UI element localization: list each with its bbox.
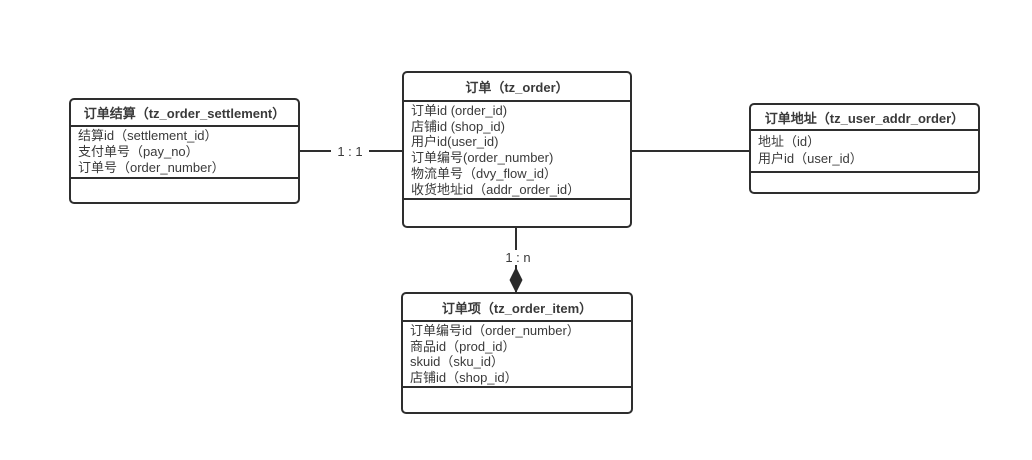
entity-tz-order-item: 订单项（tz_order_item） 订单编号id（order_number） …: [401, 292, 633, 414]
entity-field: 商品id（prod_id）: [410, 338, 516, 354]
entity-field: 订单id (order_id): [411, 103, 508, 118]
entity-tz-user-addr-order: 订单地址（tz_user_addr_order） 地址（id） 用户id（use…: [749, 103, 980, 194]
entity-footer-section: [404, 200, 630, 226]
entity-field: 订单编号id（order_number）: [410, 323, 580, 338]
entity-title: 订单项（tz_order_item）: [403, 294, 631, 322]
entity-field: 用户id（user_id）: [758, 151, 863, 166]
entity-field: 店铺id（shop_id）: [410, 370, 518, 386]
diamond-arrow-icon: [509, 267, 523, 293]
entity-footer-section: [71, 179, 298, 202]
entity-title: 订单结算（tz_order_settlement）: [71, 100, 298, 127]
entity-field: 地址（id）: [758, 134, 821, 149]
entity-title: 订单地址（tz_user_addr_order）: [751, 105, 978, 131]
entity-footer-section: [403, 388, 631, 412]
entity-field: 结算id（settlement_id）: [78, 128, 218, 143]
relation-line-order-addr: [630, 150, 749, 152]
entity-fields: 地址（id） 用户id（user_id）: [751, 131, 978, 173]
entity-field: 物流单号（dvy_flow_id）: [411, 165, 557, 181]
entity-fields: 订单id (order_id) 店铺id (shop_id) 用户id(user…: [404, 102, 630, 200]
entity-field: 用户id(user_id): [411, 134, 499, 150]
entity-tz-order-settlement: 订单结算（tz_order_settlement） 结算id（settlemen…: [69, 98, 300, 204]
entity-field: 订单编号(order_number): [411, 150, 554, 166]
entity-field: 订单号（order_number）: [78, 160, 225, 175]
entity-field: 店铺id (shop_id): [411, 118, 505, 134]
entity-tz-order: 订单（tz_order） 订单id (order_id) 店铺id (shop_…: [402, 71, 632, 228]
entity-title: 订单（tz_order）: [404, 73, 630, 102]
entity-fields: 结算id（settlement_id） 支付单号（pay_no） 订单号（ord…: [71, 127, 298, 179]
entity-field: 收货地址id（addr_order_id）: [411, 181, 581, 197]
entity-footer-section: [751, 173, 978, 192]
relation-cardinality-label: 1 : 1: [331, 144, 369, 159]
relation-cardinality-label: 1 : n: [497, 250, 539, 265]
entity-field: 支付单号（pay_no）: [78, 144, 199, 159]
entity-fields: 订单编号id（order_number） 商品id（prod_id） skuid…: [403, 322, 631, 388]
entity-field: skuid（sku_id）: [410, 354, 504, 370]
